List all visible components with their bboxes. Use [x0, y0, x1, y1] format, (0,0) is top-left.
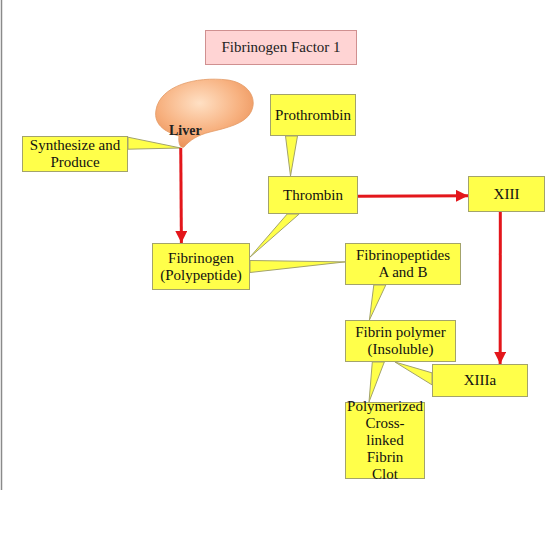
callout-box: Synthesize and Produce: [22, 136, 128, 172]
node-label: Liver: [169, 122, 202, 139]
callout-pointer: [250, 261, 345, 273]
flow-arrow: [358, 194, 468, 197]
node-label: Fibrinopeptides A and B: [350, 247, 456, 281]
flow-arrow: [179, 148, 183, 243]
node-label: Fibrin polymer (Insoluble): [350, 324, 451, 358]
liver-shape: [150, 76, 256, 148]
callout-pointer: [369, 362, 384, 402]
factor-box: XIII: [468, 176, 545, 212]
node-label: Fibrinogen (Polypeptide): [157, 250, 245, 284]
title-box: Fibrinogen Factor 1: [205, 30, 357, 65]
liver-outline: [156, 79, 254, 147]
diagram-title: Fibrinogen Factor 1: [221, 39, 340, 56]
node-label: Thrombin: [283, 187, 343, 204]
callout-pointer: [369, 285, 385, 320]
callout-pointer: [128, 137, 181, 149]
node-label: Synthesize and Produce: [27, 137, 123, 171]
process-box: Prothrombin: [270, 94, 356, 136]
flow-arrow: [499, 212, 502, 364]
liver-illustration: Liver: [150, 76, 256, 148]
node-label: XIIIa: [464, 372, 496, 389]
callout-pointer: [250, 214, 299, 257]
factor-box: XIIIa: [432, 364, 528, 397]
node-label: XIII: [494, 186, 520, 203]
process-box: Fibrinopeptides A and B: [345, 243, 461, 285]
node-label: Prothrombin: [275, 107, 351, 124]
callout-pointer: [286, 136, 298, 176]
result-box: Polymerized Cross-linked Fibrin Clot: [345, 402, 425, 479]
callout-pointer: [395, 362, 432, 385]
process-box: Thrombin: [268, 176, 358, 214]
process-box: Fibrin polymer (Insoluble): [345, 320, 456, 362]
node-label: Polymerized Cross-linked Fibrin Clot: [347, 398, 423, 483]
process-box: Fibrinogen (Polypeptide): [152, 243, 250, 290]
page-border-line: [1, 0, 3, 490]
